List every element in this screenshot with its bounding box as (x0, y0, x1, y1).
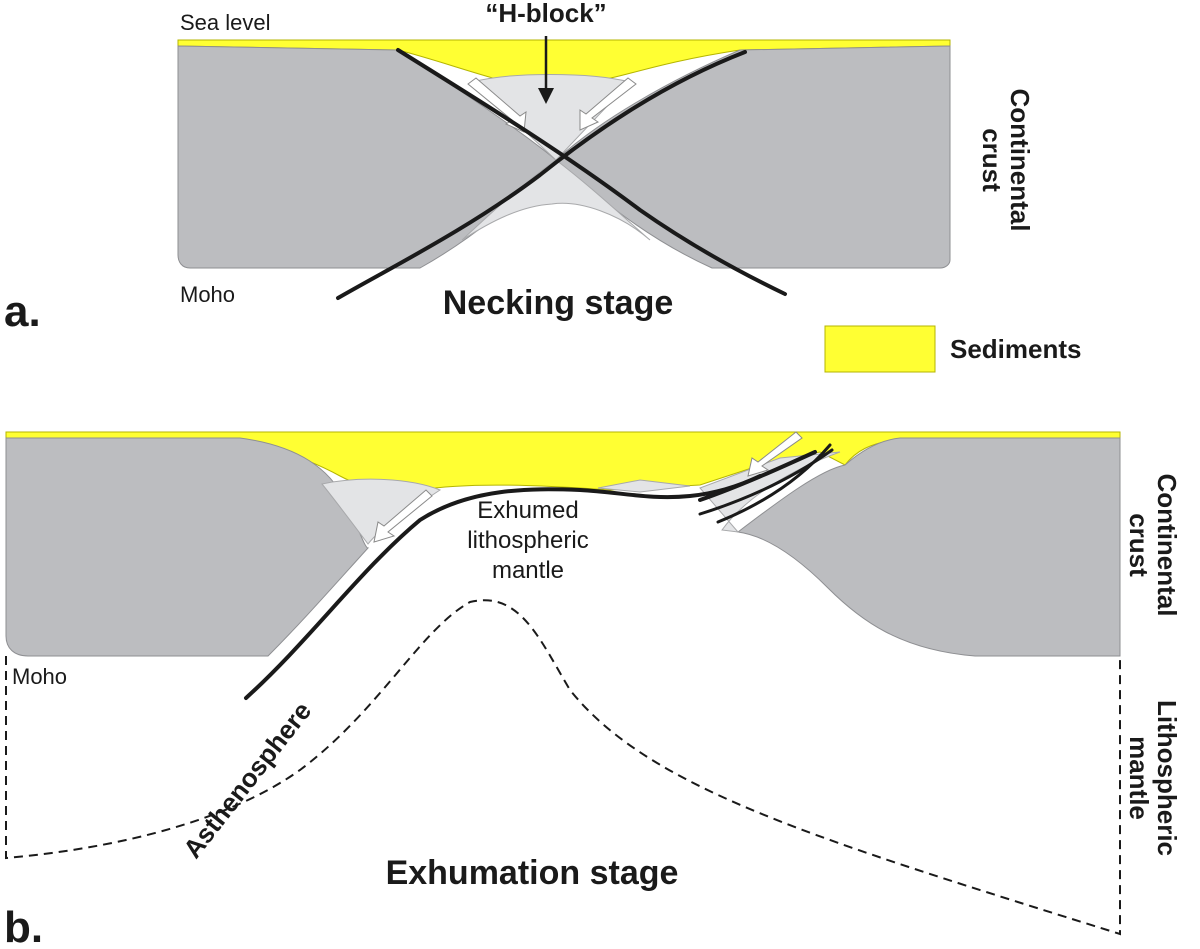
legend: Sediments (824, 325, 1082, 373)
hblock-label: “H-block” (485, 0, 606, 28)
crust-label-a: Continental crust (977, 89, 1035, 232)
moho-label-a: Moho (180, 282, 235, 307)
hblock-arrow-head (538, 88, 554, 104)
svg-text:mantle: mantle (1124, 736, 1154, 820)
crust-label-b: Continental crust (1124, 474, 1182, 617)
svg-text:mantle: mantle (492, 557, 564, 584)
svg-text:crust: crust (1124, 513, 1154, 577)
sea-level-label: Sea level (180, 10, 271, 35)
left-crust-block-b (5, 437, 370, 657)
stage-title-a: Necking stage (443, 284, 674, 322)
panel-a: Sea level “H-block” Moho Necking stage a… (4, 0, 1035, 336)
panel-b: Moho Exhumed lithospheric mantle Astheno… (4, 431, 1182, 949)
lithospheric-mantle-label: Lithospheric mantle (1124, 700, 1182, 856)
slip-arrow-right-b (747, 431, 803, 477)
fault-left-a (396, 48, 787, 296)
hblock-lower (461, 159, 651, 241)
svg-text:crust: crust (977, 128, 1007, 192)
moho-label-b: Moho (12, 664, 67, 689)
slip-arrow-left-b (373, 489, 433, 543)
svg-text:Continental: Continental (1005, 89, 1035, 232)
panel-label-b: b. (4, 903, 43, 949)
svg-text:lithospheric: lithospheric (467, 527, 588, 554)
asthenosphere-boundary (5, 599, 1121, 936)
stage-title-b: Exhumation stage (386, 854, 679, 892)
exhumed-mantle-label: Exhumed lithospheric mantle (467, 497, 588, 584)
asthenosphere-label: Asthenosphere (177, 696, 317, 864)
fault-right-a (336, 50, 747, 300)
sediments-legend-label: Sediments (950, 334, 1082, 364)
fault-minor-3-b (716, 443, 832, 524)
svg-text:Continental: Continental (1152, 474, 1182, 617)
panel-label-a: a. (4, 287, 41, 336)
hblock-remnant-right-2 (597, 479, 691, 493)
svg-text:Exhumed: Exhumed (477, 497, 578, 524)
svg-text:Lithospheric: Lithospheric (1152, 700, 1182, 856)
fault-main-b (244, 474, 762, 700)
sediments-swatch (824, 325, 936, 373)
fault-minor-1-b (698, 450, 817, 502)
slip-arrow-right-a (579, 77, 637, 131)
right-crust-block-b (736, 437, 1121, 657)
